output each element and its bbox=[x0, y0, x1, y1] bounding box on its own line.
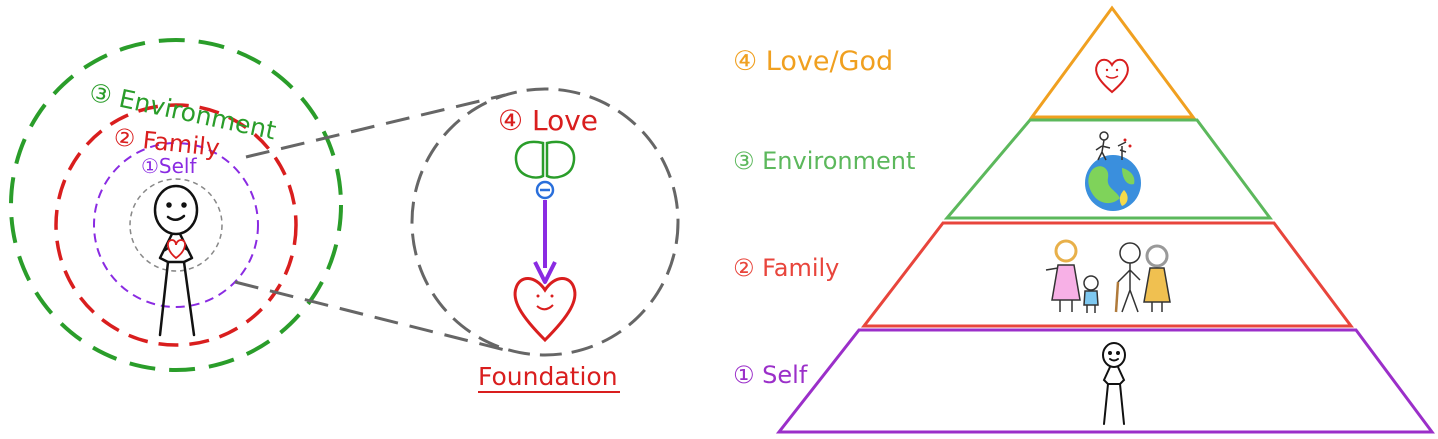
self-label: ①Self bbox=[141, 154, 197, 178]
inner-circle bbox=[129, 178, 223, 272]
pyramid-heart-icon bbox=[1095, 58, 1129, 94]
zoom-line-bottom bbox=[234, 280, 506, 352]
self-circle bbox=[93, 142, 259, 308]
zoom-line-top bbox=[245, 93, 506, 159]
pyramid-level-family bbox=[860, 221, 1354, 328]
family-figures bbox=[1045, 239, 1171, 313]
earth-icon bbox=[1085, 131, 1141, 211]
zoom-circle-group: ④ Love Foundation bbox=[410, 87, 680, 393]
stick-figure bbox=[153, 184, 199, 337]
zoom-circle bbox=[410, 87, 680, 357]
concentric-circles: ③ Environment ② Family ①Self bbox=[9, 38, 343, 372]
pyramid-label-self: ① Self bbox=[733, 361, 808, 389]
pyramid-label-environment: ③ Environment bbox=[733, 147, 915, 175]
butterfly-icon bbox=[514, 140, 576, 179]
family-circle bbox=[54, 103, 298, 347]
love-label: ④ Love bbox=[498, 104, 598, 137]
pyramid-label-love: ④ Love/God bbox=[733, 46, 893, 77]
environment-circle bbox=[9, 38, 343, 372]
foundation-label: Foundation bbox=[478, 362, 618, 391]
pyramid-stick-figure bbox=[1102, 342, 1126, 425]
heart-icon bbox=[167, 239, 186, 260]
pyramid-label-family: ② Family bbox=[733, 254, 839, 282]
pyramid: ④ Love/God ③ Environment ② Family ① Self bbox=[733, 5, 1435, 434]
arrow-head bbox=[533, 261, 557, 284]
